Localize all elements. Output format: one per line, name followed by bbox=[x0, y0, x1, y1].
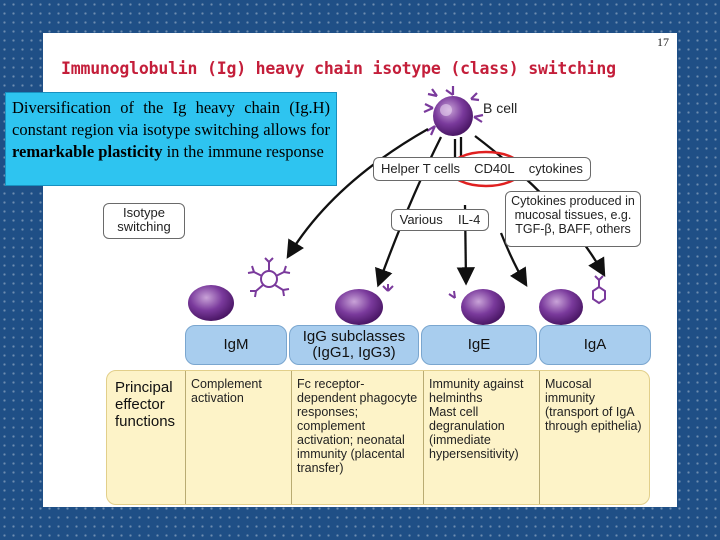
b-cell-icon bbox=[433, 96, 473, 136]
ige-header: IgE bbox=[421, 325, 537, 365]
cd40l-label: CD40L bbox=[474, 161, 515, 176]
ige-plasma-cell-icon bbox=[448, 289, 505, 325]
ige-function: Immunity against helminths Mast cell deg… bbox=[429, 377, 524, 461]
igg-plasma-cell-icon bbox=[335, 284, 394, 325]
slide-title: Immunoglobulin (Ig) heavy chain isotype … bbox=[61, 59, 616, 78]
various-label: Various bbox=[399, 212, 443, 227]
iga-header: IgA bbox=[539, 325, 651, 365]
igm-pentamer-icon bbox=[247, 257, 291, 298]
effector-functions-panel: Principal effector functions Complement … bbox=[106, 370, 650, 505]
slide: 17 Immunoglobulin (Ig) heavy chain isoty… bbox=[5, 33, 677, 507]
igg-header: IgG subclasses (IgG1, IgG3) bbox=[289, 325, 419, 365]
mucosal-cytokines-box: Cytokines produced in mucosal tissues, e… bbox=[505, 191, 641, 247]
diagram-artwork bbox=[188, 86, 606, 325]
callout-box: Diversification of the Ig heavy chain (I… bbox=[5, 92, 337, 186]
igm-function: Complement activation bbox=[191, 377, 262, 405]
slide-number: 17 bbox=[657, 35, 669, 49]
igm-plasma-cell-icon bbox=[188, 285, 234, 321]
effector-functions-title: Principal effector functions bbox=[115, 379, 176, 430]
il4-label: IL-4 bbox=[457, 212, 481, 227]
iga-plasma-cell-icon bbox=[539, 275, 606, 325]
b-cell-receptors bbox=[423, 86, 484, 136]
igm-header: IgM bbox=[185, 325, 287, 365]
signals-box: Helper T cells CD40L cytokines bbox=[373, 157, 591, 181]
iga-function: Mucosal immunity (transport of IgA throu… bbox=[545, 377, 642, 433]
cytokines-label: cytokines bbox=[528, 161, 583, 176]
helper-t-cells-label: Helper T cells bbox=[381, 161, 461, 176]
b-cell-label: B cell bbox=[483, 100, 518, 116]
isotype-switching-box: Isotype switching bbox=[103, 203, 185, 239]
igg-function: Fc receptor-dependent phagocyte response… bbox=[297, 377, 418, 475]
various-il4-box: Various IL-4 bbox=[391, 209, 489, 231]
